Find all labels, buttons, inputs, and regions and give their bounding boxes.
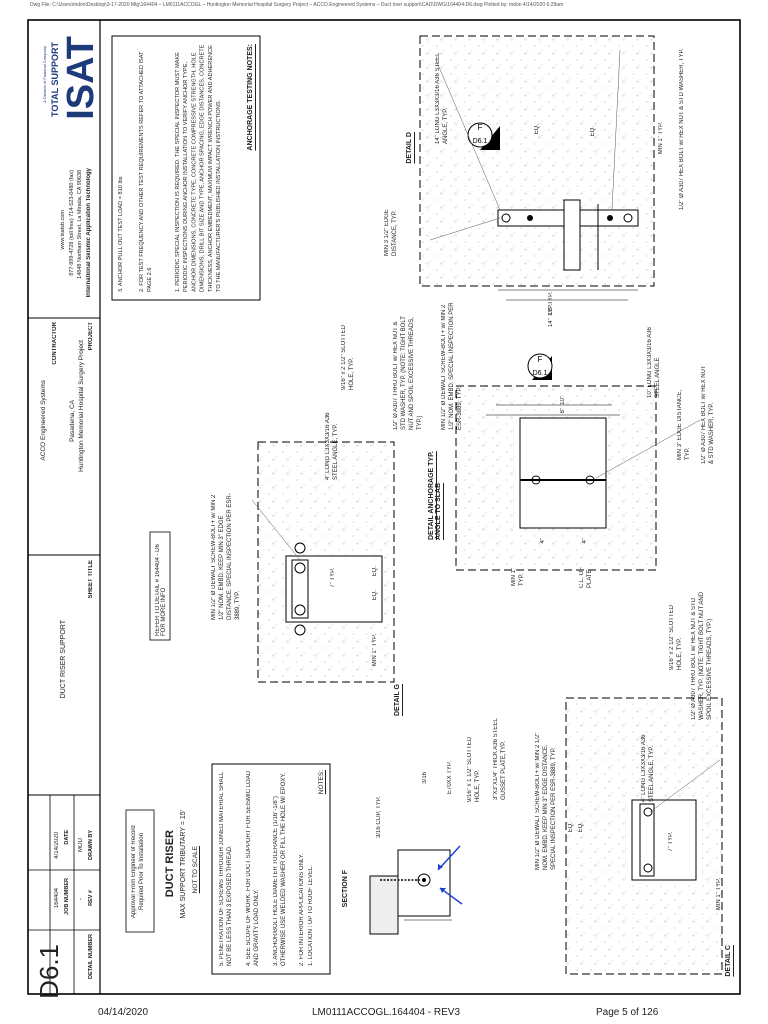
job-value: 164404 — [54, 888, 60, 909]
plot-path: Dwg File: C:\Users\mdon\Desktop\3-17-202… — [30, 2, 564, 8]
anchorage-dim-8: 8" — [560, 408, 566, 414]
project-name: Huntington Memorial Hospital Surgery Pro… — [78, 340, 85, 472]
detail-c-min1: MIN 1" TYP. — [716, 878, 722, 911]
detail-number-value: D6.1 — [34, 944, 64, 999]
page-footer: 04/14/2020 LM0111ACCOGL.164404 - REV3 Pa… — [0, 1004, 768, 1024]
drawn-by-value: MOD — [78, 838, 84, 852]
contractor-name: ACCO Engineered Systems — [40, 380, 47, 461]
anchorage-edge: MIN 3" EDGE DISTANCE, TYP. — [677, 389, 691, 460]
detail-c-screwbolt: MIN 1/2" Ø DEWALT SCREW-BOLT+ w/ MIN 2 1… — [535, 732, 557, 870]
marker-letter-d: F — [478, 123, 483, 132]
drawn-by-label: DRAWN BY — [88, 830, 94, 860]
detail-d-callout-angle-10: 10" LONG L3X3X3/16 A36 STEEL ANGLE — [647, 327, 661, 398]
marker-letter-anchorage: F — [538, 355, 543, 364]
detail-c-label: DETAIL C — [725, 945, 732, 977]
notes-top-item-2: 2. FOR TEST FREQUENCY AND OTHER TEST REQ… — [139, 51, 154, 292]
logo-sub: A Division of Fastenal Company — [42, 46, 47, 103]
detail-g-eq1: EQ. — [372, 566, 378, 577]
rev-value: - — [78, 898, 84, 900]
sheet-title-label: SHEET TITLE — [88, 560, 94, 599]
detail-d-callout-eq1: EQ. — [534, 124, 540, 135]
marker-sheet-anchorage: D6.1 — [533, 370, 548, 377]
detail-d-callout-min1: MIN 1" TYP. — [658, 122, 664, 155]
detail-d-callout-screwbolt: MIN 1/2" Ø DEWALT SCREW-BOLT+ w/ MIN 2 1… — [441, 302, 463, 430]
detail-d-label: DETAIL D — [406, 132, 413, 164]
job-label: JOB NUMBER — [64, 878, 70, 915]
detail-d-callout-edge: MIN 3 1/2" EDGE DISTANCE, TYP. — [384, 209, 398, 256]
footer-doc-id: LM0111ACCOGL.164404 - REV3 — [312, 1007, 461, 1018]
anchorage-dim-10: 10" — [560, 396, 566, 405]
notes-bottom-item-5: 5. PENETRATION OF SCREWS THROUGH JOINED … — [219, 772, 233, 966]
anchorage-cl-plate: C.L. OF PLATE — [579, 566, 593, 588]
anchorage-slotted: 9/16" x 2 1/2" SLOTTED HOLE, TYP. — [669, 605, 683, 670]
section-f-weld: 3/16 — [422, 772, 428, 784]
company-web: www.isatsb.com — [60, 210, 66, 250]
section-f-gusset: 3"X3"X1/4" THICK A36 STEEL GUSSET PLATE,… — [493, 718, 507, 800]
logo-brand: ISAT — [60, 36, 102, 120]
detail-d-callout-thrubolt: 1/2" Ø A307 THRU BOLT w/ HEX NUT & STD W… — [393, 316, 423, 430]
detail-g-slotted: 9/16" x 2 1/2" SLOTTED HOLE, TYP. — [341, 325, 355, 390]
rev-label: REV # — [88, 890, 94, 906]
section-f-clip: 3/16 CLIP, TYP. — [376, 796, 382, 838]
section-f-label: SECTION F — [342, 870, 349, 908]
detail-g-eq2: EQ. — [372, 590, 378, 601]
notes-bottom-item-2: 2. FOR INTERIOR APPLICATIONS ONLY. — [299, 853, 305, 966]
anchorage-hex-bolt: 1/2" Ø A307 HEX BOLT w/ HEX NUT & STD WA… — [701, 365, 715, 464]
anchorage-min1: MIN 1" TYP. — [511, 567, 525, 586]
section-f-slotted: 9/16" x 1 1/2" SLOTTED HOLE, TYP. — [467, 737, 481, 802]
footer-page: Page 5 of 126 — [596, 1007, 659, 1018]
detail-d-callout-eq2: EQ. — [590, 126, 596, 137]
company-address: 14848 Northam Street, La Mirada, CA 9063… — [77, 170, 83, 279]
sheet-title-value: DUCT RISER SUPPORT — [60, 620, 67, 699]
notes-top-item-3: 3. ANCHOR PULL OUT TEST LOAD = 810 lbs — [118, 176, 124, 292]
detail-g-label: DETAIL G — [394, 684, 401, 717]
duct-riser-title: DUCT RISER — [164, 830, 176, 898]
detail-g-7: 7" TYP. — [330, 568, 336, 588]
detail-g-screwbolt: MIN 1/2" Ø DEWALT SCREW-BOLT+ w/ MIN 2 1… — [211, 493, 241, 620]
notes-top-item-1: 1. PERIODIC SPECIAL INSPECTION IS REQUIR… — [175, 44, 223, 292]
detail-d-callout-angle-14: 14" LONG L3X3X3/16 A36 STEEL ANGLE, TYP. — [435, 52, 449, 144]
detail-c-eq2: EQ. — [578, 822, 584, 833]
anchorage-thru-bolt: 1/2" Ø A307 THRU BOLT w/ HEX NUT & STD W… — [691, 591, 713, 720]
notes-bottom-title: NOTES: — [318, 770, 325, 795]
isat-logo: ISAT TOTAL SUPPORT A Division of Fastena… — [42, 36, 102, 164]
refer-note: REFER TO DETAIL # 164404 - D6 FOR MORE I… — [155, 544, 167, 636]
detail-g-angle: 4" LONG L3X3X3/16 A36 STEEL ANGLE, TYP. — [325, 412, 339, 480]
notes-bottom-item-3: 3. ANCHOR/BOLT HOLE DIAMETER TOLERANCE (… — [273, 772, 287, 966]
detail-d-callout-14: 14" TYP. — [548, 304, 554, 327]
duct-riser-scale: NOT TO SCALE — [192, 846, 199, 894]
company-phone: 877-999-4728 (toll free) 714-523-0480 (f… — [69, 170, 75, 276]
marker-sheet-d: D6.1 — [473, 138, 488, 145]
date-label: DATE — [64, 830, 70, 845]
notes-bottom-item-1: 1. LOCATION : UP TO ROOF LEVEL. — [308, 865, 314, 966]
contractor-label: CONTRACTOR — [52, 322, 58, 365]
logo-tagline: TOTAL SUPPORT — [50, 42, 60, 118]
company-name: International Seismic Application Techno… — [86, 168, 92, 298]
duct-riser-max: MAX SUPPORT TRIBUTARY = 15' — [180, 810, 187, 919]
anchorage-dim-4a: 4" — [540, 538, 546, 544]
project-city: Pasadena, CA — [69, 400, 76, 442]
detail-number-label: DETAIL NUMBER — [88, 934, 94, 980]
detail-g-min1: MIN 1" TYP. — [372, 634, 378, 667]
detail-d-callout-hex-bolt: 1/2" Ø A307 HEX BOLT w/ HEX NUT & STD WA… — [679, 48, 685, 210]
detail-c-7: 7" TYP. — [668, 832, 674, 852]
detail-c-eq1: EQ. — [568, 822, 574, 833]
section-f-e70xx: E70XX TYP. — [447, 761, 453, 794]
anchorage-dim-4b: 4" — [582, 538, 588, 544]
notes-top-title: ANCHORAGE TESTING NOTES: — [247, 44, 254, 151]
detail-anchorage-label: DETAIL ANCHORAGE TYP. ANGLE TO SLAB — [428, 451, 442, 540]
date-value: 4/14/2020 — [54, 832, 60, 859]
approval-note: Approval From Engineer of Record Require… — [131, 825, 145, 919]
project-label: PROJECT — [88, 322, 94, 351]
detail-c-angle: 4" LONG L3X3X3/16 A36 STEEL ANGLE, TYP. — [641, 734, 655, 802]
footer-date: 04/14/2020 — [98, 1007, 149, 1018]
notes-bottom-item-4: 4. SEE SCOPE OF WORK. FOR DUCT SUPPORT F… — [246, 770, 260, 966]
